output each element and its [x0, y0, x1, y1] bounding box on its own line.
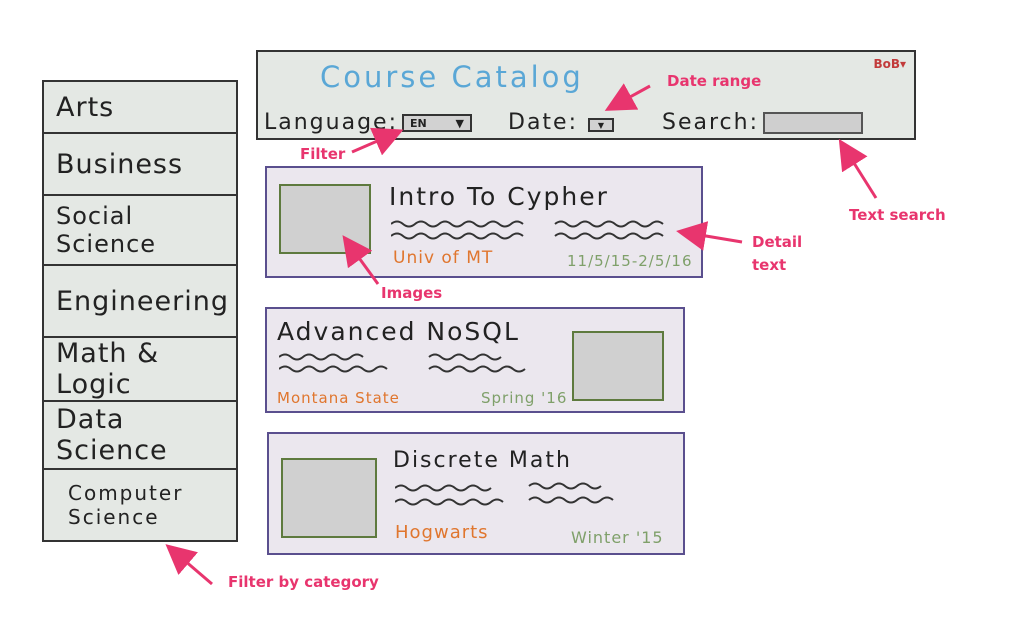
date-range-arrow [604, 83, 651, 111]
detail-text-scribble [391, 220, 664, 240]
course-image [279, 184, 371, 254]
category-arrow [165, 544, 213, 586]
course-dates: 11/5/15-2/5/16 [567, 252, 693, 270]
user-menu[interactable]: BoB▾ [873, 57, 906, 71]
category-arts[interactable]: Arts [44, 82, 236, 134]
language-value: EN [410, 116, 427, 130]
annotation-text-search: Text search [849, 206, 946, 224]
category-math-logic[interactable]: Math & Logic [44, 338, 236, 402]
chevron-down-icon: ▼ [597, 120, 605, 130]
course-card-advanced-nosql[interactable]: Advanced NoSQL Montana State Spring '16 [265, 307, 685, 413]
search-label: Search: [662, 110, 759, 135]
text-search-arrow [838, 138, 878, 199]
course-card-intro-to-cypher[interactable]: Intro To Cypher Univ of MT 11/5/15-2/5/1… [265, 166, 703, 278]
course-title: Discrete Math [393, 448, 572, 473]
annotation-date-range: Date range [667, 72, 762, 90]
detail-text-arrow [676, 221, 743, 251]
annotation-filter-by-category: Filter by category [228, 573, 379, 591]
chevron-down-icon: ▼ [455, 116, 464, 130]
course-dates: Spring '16 [481, 389, 568, 407]
date-label: Date: [508, 110, 578, 135]
date-range-picker[interactable]: ▼ [588, 118, 614, 132]
course-institution: Hogwarts [395, 522, 489, 543]
filter-arrow [351, 127, 404, 156]
category-social-science[interactable]: Social Science [44, 196, 236, 266]
annotation-detail-text-line1: Detail [752, 233, 803, 251]
course-card-discrete-math[interactable]: Discrete Math Hogwarts Winter '15 [267, 432, 685, 555]
category-data-science[interactable]: Data Science [44, 402, 236, 470]
course-title: Advanced NoSQL [277, 317, 520, 346]
course-institution: Univ of MT [393, 248, 494, 268]
course-dates: Winter '15 [571, 528, 664, 547]
category-sidebar: Arts Business Social Science Engineering… [42, 80, 238, 542]
category-business[interactable]: Business [44, 134, 236, 196]
annotation-detail-text-line2: text [752, 256, 787, 274]
catalog-header: Course Catalog BoB▾ Language: EN ▼ Date:… [256, 50, 916, 140]
detail-text-scribble [395, 482, 614, 506]
page-title: Course Catalog [320, 60, 584, 94]
annotation-images: Images [381, 284, 443, 302]
annotation-filter: Filter [300, 145, 346, 163]
category-computer-science[interactable]: Computer Science [68, 481, 184, 529]
course-title: Intro To Cypher [389, 182, 609, 211]
course-image [281, 458, 377, 538]
course-institution: Montana State [277, 389, 400, 407]
detail-text-scribble [279, 353, 526, 373]
category-engineering[interactable]: Engineering [44, 266, 236, 338]
course-image [572, 331, 664, 401]
images-arrow [342, 235, 380, 285]
search-input[interactable] [763, 112, 863, 134]
language-select[interactable]: EN ▼ [402, 114, 472, 132]
